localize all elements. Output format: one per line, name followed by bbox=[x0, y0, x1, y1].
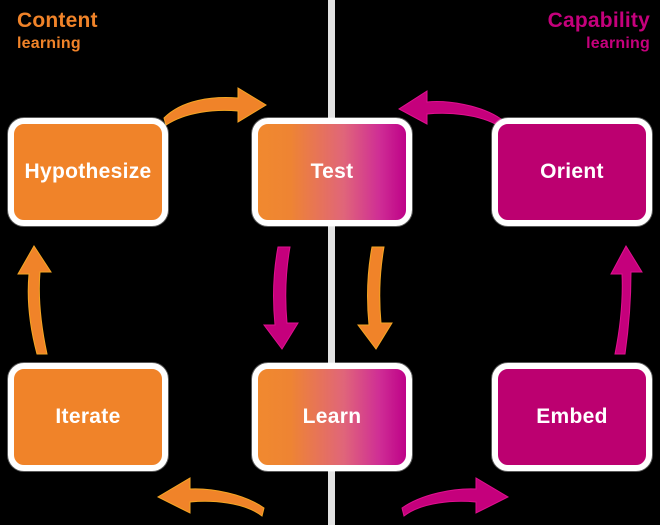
node-embed[interactable]: Embed bbox=[492, 363, 652, 471]
heading-content-learning-sub: learning bbox=[17, 34, 81, 52]
arrow-test-to-learn-right-icon bbox=[352, 243, 402, 353]
heading-capability-learning-main: Capability bbox=[547, 9, 650, 32]
node-learn-label: Learn bbox=[302, 405, 362, 428]
node-iterate-label: Iterate bbox=[55, 405, 121, 428]
node-learn[interactable]: Learn bbox=[252, 363, 412, 471]
node-hypothesize[interactable]: Hypothesize bbox=[8, 118, 168, 226]
node-embed-label: Embed bbox=[536, 405, 608, 428]
node-orient-label: Orient bbox=[540, 160, 604, 183]
heading-capability-learning: Capability learning bbox=[548, 8, 650, 53]
heading-content-learning-main: Content bbox=[17, 9, 98, 32]
arrow-orient-to-test-icon bbox=[395, 78, 505, 128]
arrow-learn-to-embed-icon bbox=[398, 468, 514, 520]
arrow-iterate-to-hypothesize-icon bbox=[5, 240, 65, 358]
arrow-test-to-learn-left-icon bbox=[258, 243, 308, 353]
arrow-learn-to-iterate-icon bbox=[152, 468, 268, 520]
node-orient[interactable]: Orient bbox=[492, 118, 652, 226]
node-test-label: Test bbox=[310, 160, 354, 183]
heading-capability-learning-sub: learning bbox=[586, 34, 650, 52]
arrow-embed-to-orient-icon bbox=[595, 240, 655, 358]
node-test[interactable]: Test bbox=[252, 118, 412, 226]
center-divider bbox=[328, 0, 335, 525]
node-hypothesize-label: Hypothesize bbox=[24, 160, 152, 183]
heading-content-learning: Content learning bbox=[17, 8, 98, 53]
arrow-hypothesize-to-test-icon bbox=[160, 78, 270, 128]
node-iterate[interactable]: Iterate bbox=[8, 363, 168, 471]
